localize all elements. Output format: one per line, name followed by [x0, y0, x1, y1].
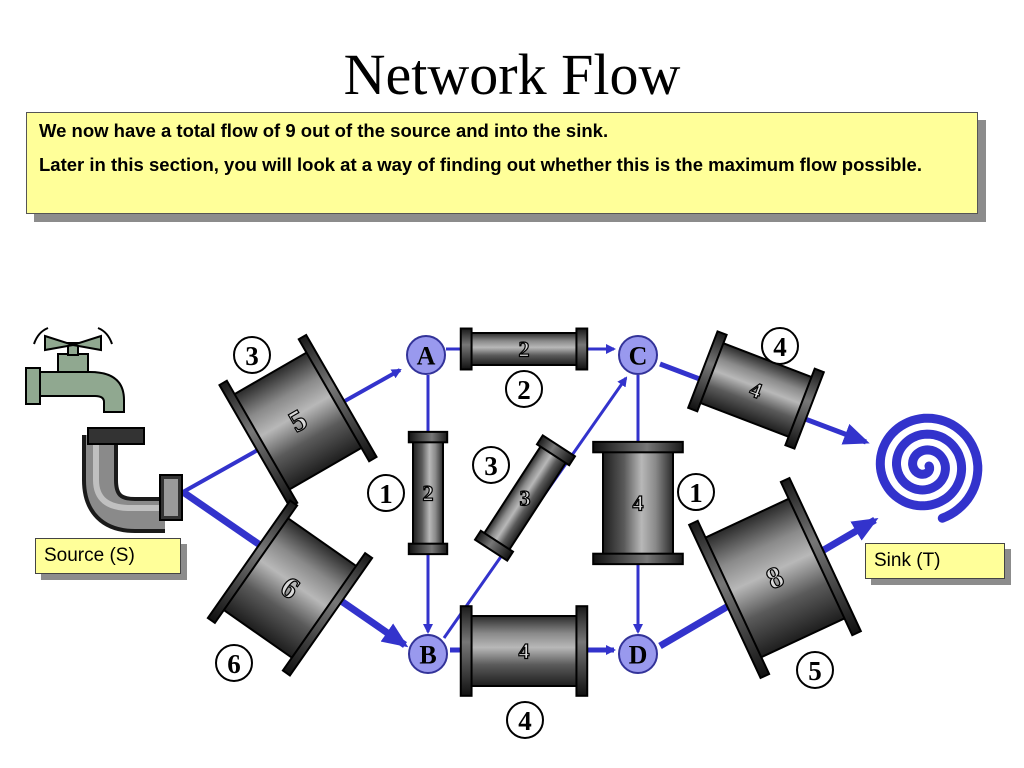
edge-a-c-capacity: 2: [519, 337, 530, 362]
edge-b-c-flow: 3: [472, 446, 510, 484]
edge-s-a-pipe: 5: [218, 333, 378, 509]
edge-c-d-capacity: 4: [633, 491, 644, 516]
edge-s-b-flow: 6: [215, 644, 253, 682]
nodes-layer: A B C D: [406, 335, 658, 674]
slide-title: Network Flow: [343, 42, 681, 107]
svg-text:5: 5: [808, 656, 822, 686]
svg-text:3: 3: [245, 341, 259, 371]
edge-a-c-flow: 2: [505, 370, 543, 408]
edge-a-b-flow: 1: [367, 474, 405, 512]
node-c: C: [618, 335, 658, 375]
edge-d-t-flow: 5: [796, 651, 834, 689]
spiral-drain-icon: [875, 413, 983, 523]
edge-a-c-pipe: 2: [459, 327, 589, 371]
edge-c-t-flow: 4: [761, 327, 799, 365]
pipes-layer: 5 6 2 2 3 4 4 4 8: [206, 327, 863, 697]
note-box: We now have a total flow of 9 out of the…: [26, 112, 978, 214]
edge-s-b-pipe: 6: [206, 499, 374, 677]
flows-layer: 3 6 2 1 3 1 4 4 5: [215, 327, 834, 739]
svg-text:2: 2: [517, 375, 531, 405]
edge-c-t-pipe: 4: [686, 330, 826, 450]
edge-c-d-pipe: 4: [592, 440, 684, 566]
sink-label: Sink (T): [865, 543, 1005, 579]
svg-text:1: 1: [379, 479, 393, 509]
svg-text:C: C: [629, 342, 648, 371]
edge-b-d-capacity: 4: [519, 639, 530, 664]
svg-text:A: A: [417, 342, 436, 371]
note-line-2: Later in this section, you will look at …: [39, 154, 922, 175]
edge-c-d-flow: 1: [677, 473, 715, 511]
node-d: D: [618, 634, 658, 674]
source-label: Source (S): [35, 538, 181, 574]
svg-text:6: 6: [227, 649, 241, 679]
tap-icon: [25, 327, 183, 533]
node-a: A: [406, 335, 446, 375]
edge-b-c-pipe: 3: [473, 434, 577, 562]
edge-b-d-flow: 4: [506, 701, 544, 739]
svg-text:B: B: [419, 641, 436, 670]
edge-b-d-pipe: 4: [459, 605, 589, 697]
edge-a-b-capacity: 2: [423, 481, 434, 506]
svg-text:4: 4: [518, 706, 532, 736]
svg-text:3: 3: [484, 451, 498, 481]
edge-d-t-pipe: 8: [687, 476, 863, 680]
note-line-1: We now have a total flow of 9 out of the…: [39, 120, 609, 141]
node-b: B: [408, 634, 448, 674]
svg-text:4: 4: [773, 332, 787, 362]
svg-text:D: D: [629, 641, 648, 670]
svg-text:1: 1: [689, 478, 703, 508]
edge-a-b-pipe: 2: [407, 430, 449, 556]
edge-s-a-flow: 3: [233, 336, 271, 374]
edge-b-c-capacity: 3: [520, 486, 531, 511]
